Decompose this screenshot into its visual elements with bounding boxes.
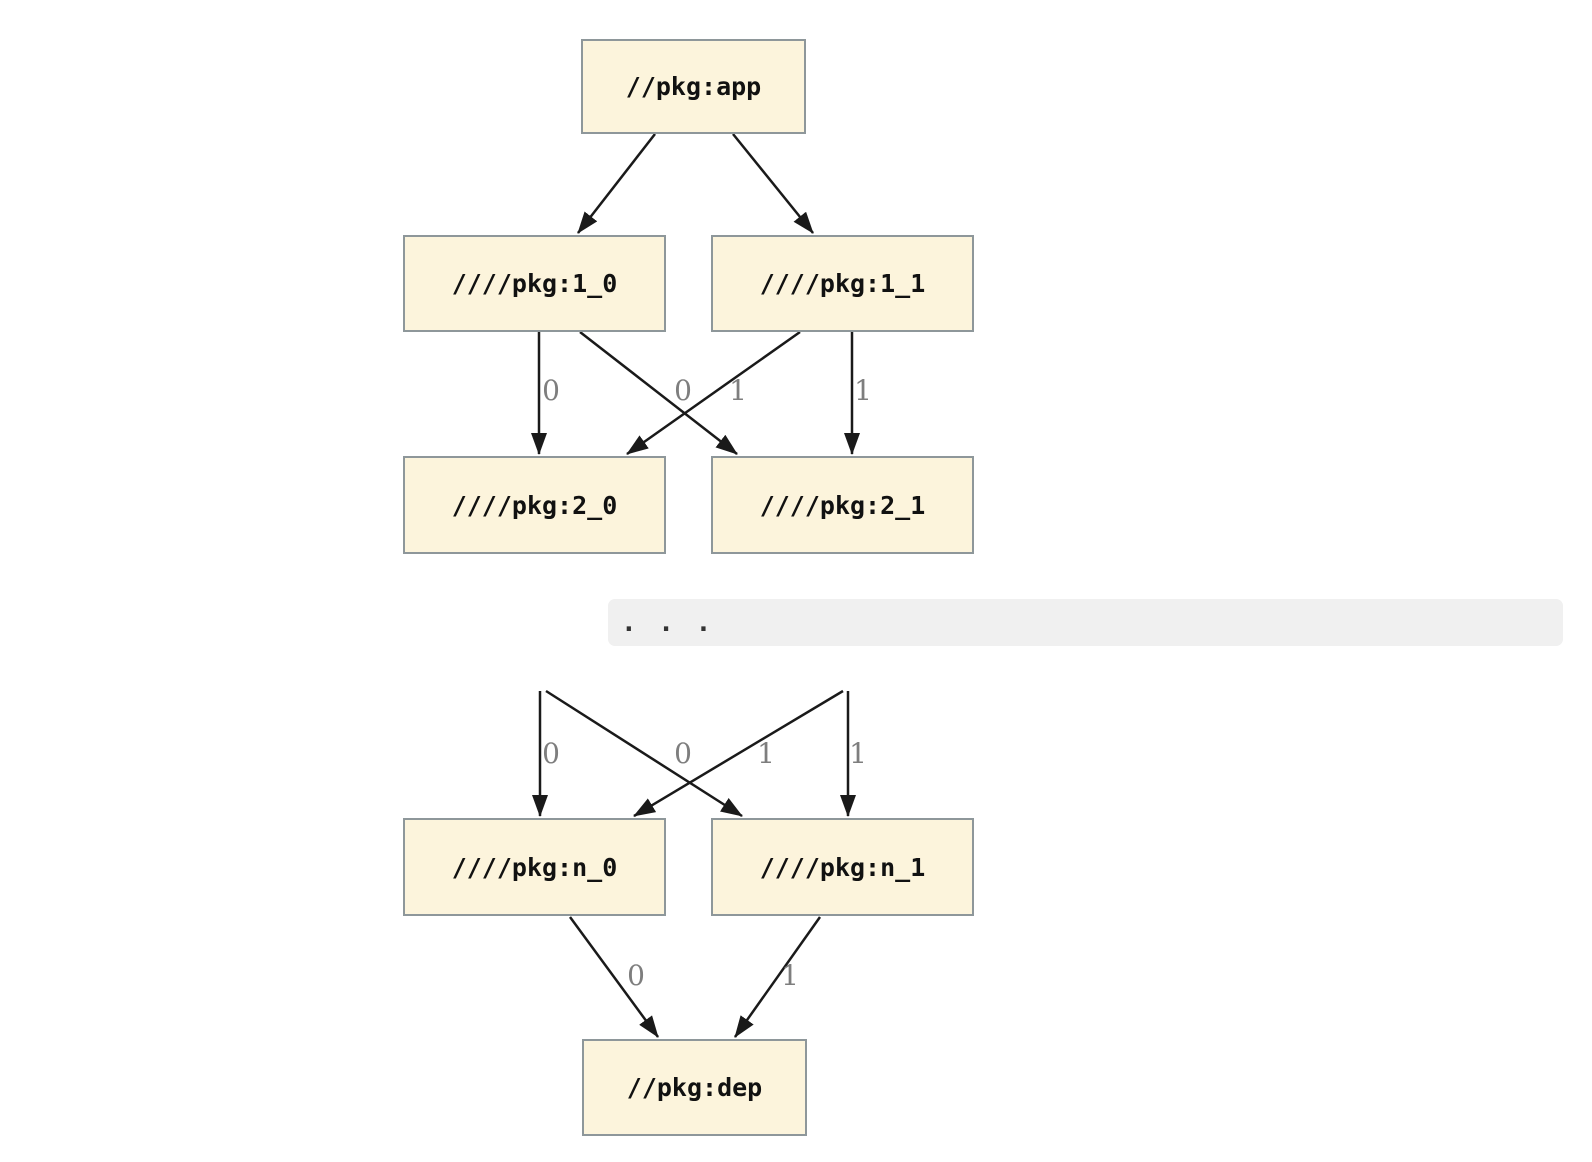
ellipsis-dots: . . . [621, 607, 715, 638]
edge-app-to-1_0 [577, 133, 656, 234]
node-label: ////pkg:1_0 [451, 269, 618, 298]
edge-label: 1 [729, 374, 747, 407]
edge-app-to-1_1 [732, 133, 814, 234]
edge-ellipsis-left-to-n_1 [545, 689, 743, 818]
node-pkg-1_1: ////pkg:1_1 [711, 235, 974, 332]
edge-label: 0 [542, 737, 560, 770]
edge-label: 1 [781, 959, 799, 992]
edge-1_1-to-2_0 [626, 330, 801, 456]
edge-label: 1 [849, 737, 867, 770]
edge-n_1-to-dep [733, 916, 822, 1038]
edge-n_0-to-dep [568, 916, 660, 1038]
node-pkg-2_0: ////pkg:2_0 [403, 456, 666, 554]
node-pkg-app: //pkg:app [581, 39, 806, 134]
node-pkg-2_1: ////pkg:2_1 [711, 456, 974, 554]
node-label: ////pkg:2_0 [451, 490, 618, 520]
node-label: ////pkg:n_1 [759, 852, 926, 882]
edge-label: 1 [854, 374, 872, 407]
node-label: //pkg:dep [626, 1073, 763, 1102]
edge-label: 0 [674, 737, 692, 770]
edge-label: 0 [627, 959, 645, 992]
node-label: ////pkg:2_1 [759, 490, 926, 520]
node-label: ////pkg:1_1 [759, 269, 926, 298]
edge-label: 0 [542, 374, 560, 407]
node-label: //pkg:app [625, 72, 762, 101]
node-pkg-n_1: ////pkg:n_1 [711, 818, 974, 916]
edge-1_0-to-2_1 [579, 331, 738, 455]
node-pkg-1_0: ////pkg:1_0 [403, 235, 666, 332]
edge-ellipsis-right-to-n_0 [633, 689, 844, 818]
edge-label: 1 [757, 737, 775, 770]
node-pkg-dep: //pkg:dep [582, 1039, 807, 1136]
node-label: ////pkg:n_0 [451, 852, 618, 882]
edge-label: 0 [674, 374, 692, 407]
ellipsis-band: . . . [608, 599, 1563, 646]
node-pkg-n_0: ////pkg:n_0 [403, 818, 666, 916]
